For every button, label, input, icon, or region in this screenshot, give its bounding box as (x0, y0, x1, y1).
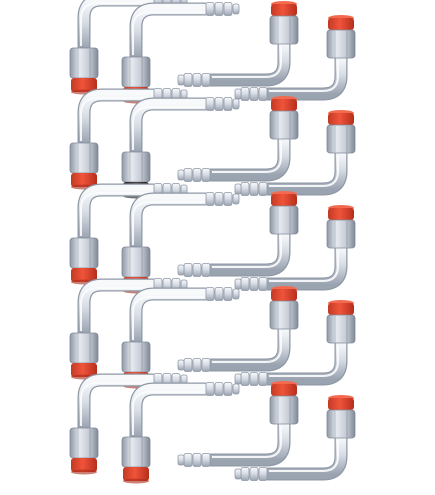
hose-fitting-19 (177, 381, 299, 467)
hose-fitting-13 (69, 278, 188, 380)
hose-fitting-7 (177, 96, 299, 182)
hose-fitting-16 (234, 300, 356, 386)
hose-fitting-18 (121, 382, 240, 484)
hose-fitting-15 (177, 286, 299, 372)
hose-fitting-4 (234, 15, 356, 101)
hose-fitting-6 (121, 97, 240, 199)
hose-fitting-12 (234, 205, 356, 291)
hose-fitting-20 (234, 395, 356, 481)
hose-fitting-5 (69, 88, 188, 190)
hose-fitting-11 (177, 191, 299, 277)
hose-fitting-14 (121, 287, 240, 389)
hose-fitting-2 (121, 2, 240, 104)
hose-fitting-3 (177, 1, 299, 87)
hose-fitting-8 (234, 110, 356, 196)
hose-fitting-10 (121, 192, 240, 294)
